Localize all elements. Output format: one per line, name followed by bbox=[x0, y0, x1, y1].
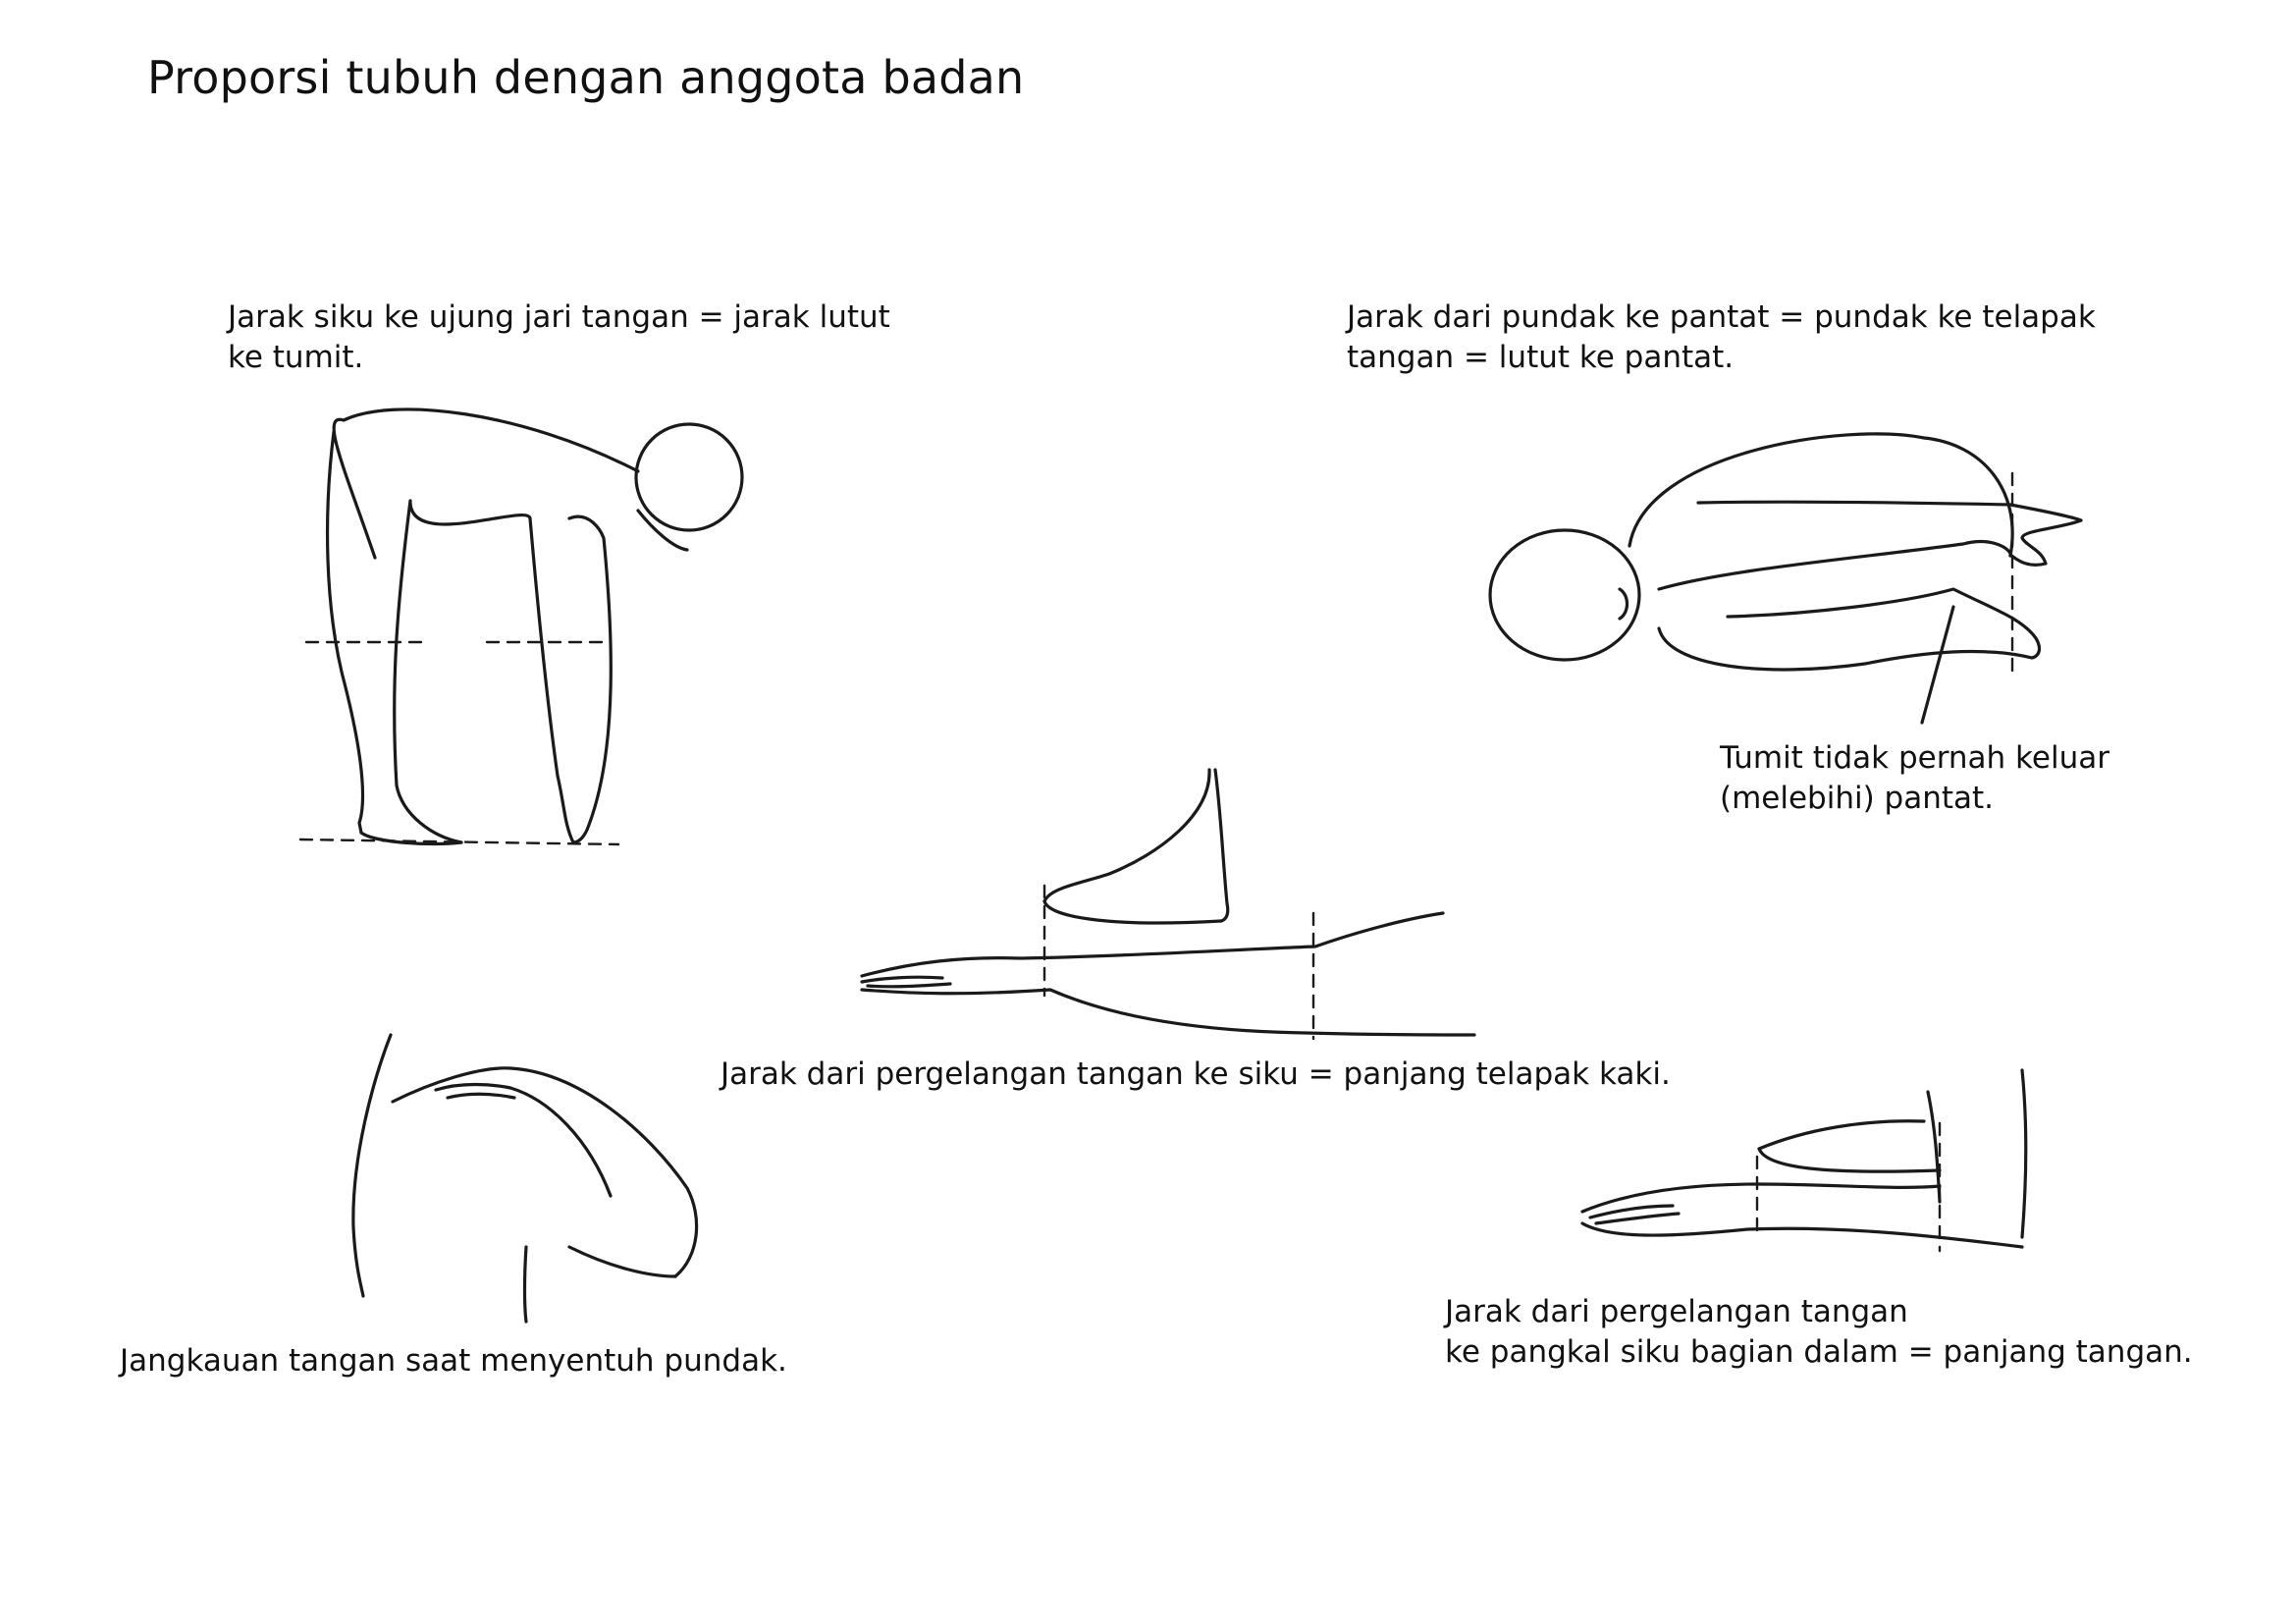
crouching-arm-bottom bbox=[2010, 520, 2081, 565]
bending-back-outline bbox=[334, 409, 638, 558]
shoulder-body-side bbox=[525, 1247, 527, 1322]
shoulder-hand-top bbox=[393, 1068, 697, 1276]
forearm-bottom bbox=[862, 990, 1474, 1035]
bending-figure-drawing bbox=[300, 409, 742, 844]
foot-sole bbox=[1044, 901, 1221, 923]
foot-top bbox=[1044, 770, 1209, 901]
forearm-fingers bbox=[862, 977, 950, 987]
crouching-ear bbox=[1620, 589, 1628, 619]
bending-back-arm bbox=[410, 503, 530, 524]
crouching-figure-drawing bbox=[1490, 434, 2081, 723]
bending-hand bbox=[569, 516, 611, 842]
crouching-arm-top bbox=[1698, 502, 2081, 520]
crouching-underside bbox=[1659, 628, 2032, 670]
shoulder-reach-drawing bbox=[353, 1035, 697, 1322]
shoulder-back-contour bbox=[353, 1035, 391, 1296]
crouching-thigh bbox=[1659, 542, 2010, 589]
arm-fingers bbox=[1590, 1206, 1679, 1223]
crouching-head bbox=[1490, 530, 1639, 660]
arm-hand-palm bbox=[1759, 1149, 1940, 1171]
wrist-elbow-drawing bbox=[1582, 1070, 2026, 1251]
arm-upper-right bbox=[2022, 1070, 2026, 1237]
crouching-lower-leg bbox=[1728, 589, 2039, 658]
foot-heel-back bbox=[1215, 770, 1228, 921]
bending-front-arm bbox=[530, 518, 573, 842]
bending-back-leg bbox=[328, 432, 363, 833]
bending-front-leg bbox=[395, 501, 461, 842]
heel-note-pointer bbox=[1922, 607, 1953, 723]
foot-forearm-drawing bbox=[862, 770, 1474, 1039]
shoulder-forearm bbox=[510, 1088, 611, 1196]
shoulder-elbow-under bbox=[569, 1247, 675, 1276]
shoulder-hand-fingers bbox=[436, 1085, 514, 1099]
bending-head bbox=[636, 424, 742, 530]
crouching-back bbox=[1629, 434, 2012, 556]
arm-forearm-bottom bbox=[1582, 1223, 2022, 1247]
arm-hand-top bbox=[1759, 1121, 1924, 1149]
